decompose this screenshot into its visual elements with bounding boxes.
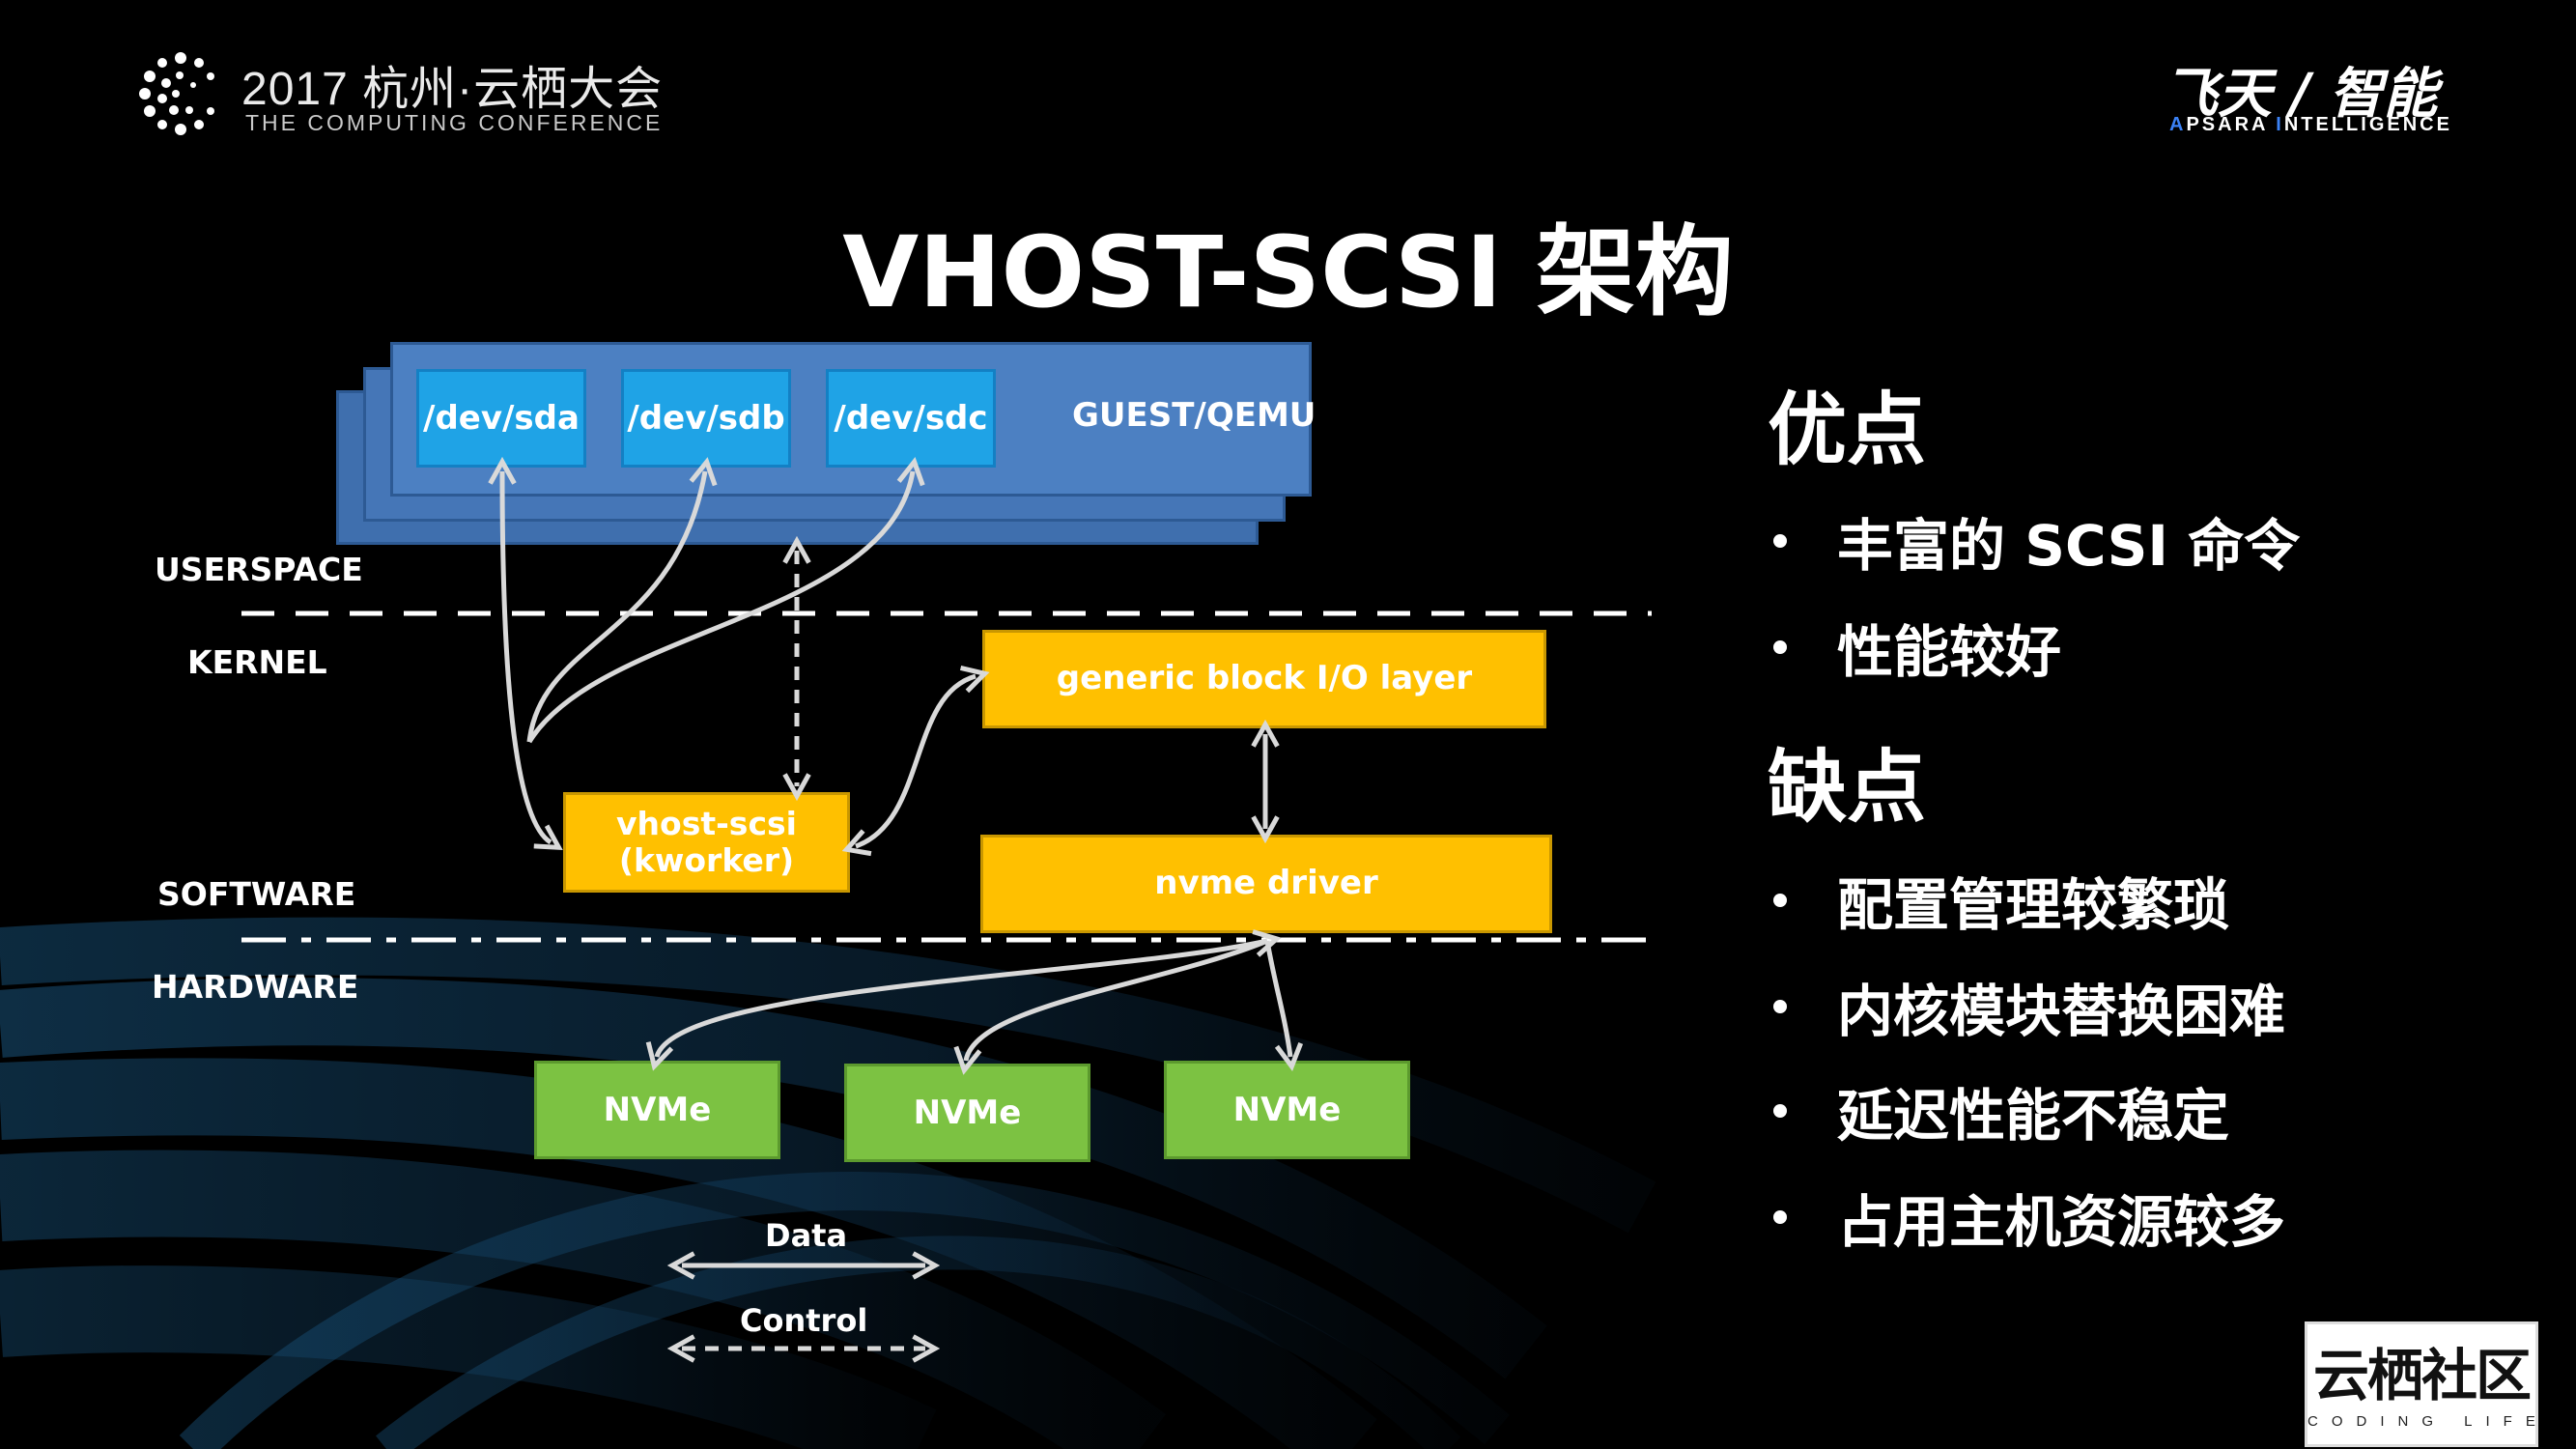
arrow-vhost-blocklayer — [856, 676, 976, 846]
apsara-brand-logo: 飞天 / 智能 — [2164, 63, 2438, 126]
arrow-driver-nvme2 — [966, 938, 1268, 1061]
pros-item-2: 性能较好 — [1768, 607, 2061, 688]
device-sdb: /dev/sdb — [621, 369, 791, 468]
zone-userspace-label: USERSPACE — [155, 551, 363, 588]
guest-qemu-label: GUEST/QEMU — [1072, 396, 1316, 435]
cons-item-1: 配置管理较繁琐 — [1768, 860, 2229, 941]
cons-item-2: 内核模块替换困难 — [1768, 966, 2285, 1047]
cons-title: 缺点 — [1768, 742, 1927, 834]
slide-title: VHOST-SCSI 架构 — [842, 215, 1734, 330]
arrow-driver-nvme3 — [1264, 940, 1290, 1057]
bullet-dot — [1773, 1000, 1787, 1013]
arrow-vhost-sdc — [526, 471, 913, 744]
arrow-vhost-sdb — [526, 471, 705, 743]
userspace-kernel-separator — [241, 611, 1652, 616]
legend-data-label: Data — [765, 1217, 848, 1254]
zone-hardware-label: HARDWARE — [152, 968, 359, 1006]
conference-subtitle: THE COMPUTING CONFERENCE — [245, 110, 664, 135]
community-logo-en: CODING LIFE — [2307, 1413, 2549, 1430]
cons-item-4: 占用主机资源较多 — [1768, 1177, 2285, 1258]
device-sdc: /dev/sdc — [826, 369, 996, 468]
zone-software-label: SOFTWARE — [157, 875, 356, 913]
arrow-vhost-sda — [502, 471, 551, 842]
pros-item-1: 丰富的 SCSI 命令 — [1768, 500, 2300, 582]
nvme-driver-box: nvme driver — [980, 835, 1552, 933]
arrow-driver-nvme1 — [657, 941, 1267, 1057]
pros-item-1-text: 丰富的 SCSI 命令 — [1837, 513, 2301, 579]
bullet-dot — [1773, 640, 1787, 654]
yunqi-community-logo: 云栖社区 CODING LIFE — [2305, 1321, 2538, 1447]
vhost-scsi-box: vhost-scsi (kworker) — [563, 792, 850, 893]
cons-item-4-text: 占用主机资源较多 — [1837, 1189, 2286, 1255]
legend-control-label: Control — [740, 1302, 868, 1339]
pros-item-2-text: 性能较好 — [1837, 619, 2062, 685]
bullet-dot — [1773, 534, 1787, 548]
cons-item-3-text: 延迟性能不稳定 — [1837, 1083, 2230, 1149]
community-logo-cn: 云栖社区 — [2312, 1343, 2532, 1408]
apsara-brand-subtitle: APSARA INTELLIGENCE — [2169, 114, 2452, 135]
bullet-dot — [1773, 1210, 1787, 1224]
cons-item-3: 延迟性能不稳定 — [1768, 1070, 2229, 1151]
bullet-dot — [1773, 1104, 1787, 1118]
vhost-kworker-label: (kworker) — [618, 841, 795, 879]
vhost-scsi-label: vhost-scsi — [616, 805, 797, 843]
zone-kernel-label: KERNEL — [187, 643, 327, 681]
conference-title: 2017 杭州·云栖大会 — [241, 64, 664, 115]
conference-logo-icon — [139, 52, 214, 135]
cons-item-1-text: 配置管理较繁琐 — [1837, 872, 2230, 938]
cons-item-2-text: 内核模块替换困难 — [1837, 979, 2286, 1044]
pros-title: 优点 — [1768, 384, 1927, 476]
nvme-device-2: NVMe — [844, 1064, 1090, 1162]
bullet-dot — [1773, 894, 1787, 907]
